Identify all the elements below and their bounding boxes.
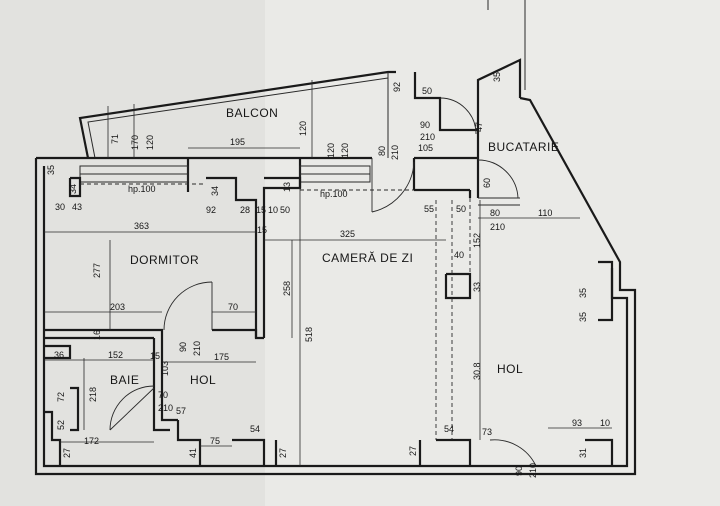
dim-v-52: 52 xyxy=(56,420,66,430)
dim-v-35a: 35 xyxy=(46,165,56,175)
dim-195: 195 xyxy=(230,137,245,147)
dim-v-120a: 120 xyxy=(145,135,155,150)
room-label-hol-2: HOL xyxy=(497,362,523,376)
dim-v-71: 71 xyxy=(110,134,120,144)
dim-v-80: 80 xyxy=(377,146,387,156)
dim-55: 55 xyxy=(424,204,434,214)
dim-54b: 54 xyxy=(444,424,454,434)
dim-28: 28 xyxy=(240,205,250,215)
windows xyxy=(79,165,520,206)
dim-50c: 50 xyxy=(422,86,432,96)
dim-v-120b: 120 xyxy=(298,121,308,136)
dim-36: 36 xyxy=(54,350,64,360)
dim-75: 75 xyxy=(210,436,220,446)
dimension-lines xyxy=(44,80,612,466)
dim-50b: 50 xyxy=(456,204,466,214)
dim-90a: 90 xyxy=(420,120,430,130)
dim-v-258: 258 xyxy=(282,281,292,296)
dim-73: 73 xyxy=(482,427,492,437)
dim-152a: 152 xyxy=(108,350,123,360)
dashed-lines xyxy=(80,183,471,440)
dim-v-210e: 210 xyxy=(192,341,202,356)
dim-325: 325 xyxy=(340,229,355,239)
dim-v-27a: 27 xyxy=(62,448,72,458)
dim-v-35c: 35 xyxy=(578,312,588,322)
dim-15c: 15 xyxy=(150,351,160,361)
dim-v-16: 16 xyxy=(92,330,102,340)
dim-10b: 10 xyxy=(600,418,610,428)
dim-v-277: 277 xyxy=(92,263,102,278)
dim-v-13: 13 xyxy=(282,182,292,192)
dim-v-518: 518 xyxy=(304,327,314,342)
dim-10a: 10 xyxy=(268,205,278,215)
dim-v-210f: 210 xyxy=(528,463,538,478)
dim-93: 93 xyxy=(572,418,582,428)
dim-v-35d: 35 xyxy=(492,72,502,82)
room-label-dormitor: DORMITOR xyxy=(130,253,199,267)
dim-15a: 15 xyxy=(256,205,266,215)
dim-v-60: 60 xyxy=(482,178,492,188)
balcony-outline xyxy=(78,58,522,159)
dim-v-27c: 27 xyxy=(408,446,418,456)
dim-80a: 80 xyxy=(490,208,500,218)
room-label-camera-de-zi: CAMERĂ DE ZI xyxy=(322,250,413,265)
dim-v-103: 103 xyxy=(160,361,170,376)
dim-57: 57 xyxy=(176,406,186,416)
dim-54a: 54 xyxy=(250,424,260,434)
dim-v-33: 33 xyxy=(472,282,482,292)
dim-210c: 210 xyxy=(420,132,435,142)
dim-40: 40 xyxy=(454,250,464,260)
dim-v-308: 30.8 xyxy=(472,362,482,380)
dim-v-170: 170 xyxy=(130,135,140,150)
dim-v-72: 72 xyxy=(56,392,66,402)
dim-v-210d: 210 xyxy=(390,145,400,160)
dim-v-47: 47 xyxy=(474,122,484,132)
dim-v-152b: 152 xyxy=(472,233,482,248)
dim-70b: 70 xyxy=(158,390,168,400)
dim-15b: 15 xyxy=(257,225,267,235)
note-hp-2: hp.100 xyxy=(320,189,348,199)
dim-172: 172 xyxy=(84,436,99,446)
dim-v-92a: 92 xyxy=(392,82,402,92)
dim-363: 363 xyxy=(134,221,149,231)
room-label-baie: BAIE xyxy=(110,373,139,387)
dim-43: 43 xyxy=(72,202,82,212)
dim-50a: 50 xyxy=(280,205,290,215)
dim-70a: 70 xyxy=(228,302,238,312)
dim-v-34a: 34 xyxy=(68,184,78,194)
dim-v-34b: 34 xyxy=(210,186,220,196)
dim-v-41: 41 xyxy=(188,448,198,458)
dim-175: 175 xyxy=(214,352,229,362)
dim-v-218: 218 xyxy=(88,387,98,402)
note-hp-1: hp.100 xyxy=(128,184,156,194)
dim-92a: 92 xyxy=(206,205,216,215)
dim-v-120d: 120 xyxy=(340,143,350,158)
interior-walls xyxy=(44,176,614,466)
doors xyxy=(109,97,537,467)
dim-v-27b: 27 xyxy=(278,448,288,458)
dim-105: 105 xyxy=(418,143,433,153)
dim-110: 110 xyxy=(538,208,552,218)
room-label-bucatarie: BUCATARIE xyxy=(488,140,559,154)
dim-203: 203 xyxy=(110,302,125,312)
dim-210b: 210 xyxy=(490,222,505,232)
dim-v-35b: 35 xyxy=(578,288,588,298)
dim-v-90b: 90 xyxy=(178,342,188,352)
room-label-balcon: BALCON xyxy=(226,106,278,120)
dim-v-120c: 120 xyxy=(326,143,336,158)
dim-v-90c: 90 xyxy=(514,466,524,476)
paper-top-right xyxy=(525,0,720,90)
room-label-hol-1: HOL xyxy=(190,373,216,387)
dim-v-31: 31 xyxy=(578,448,588,458)
dim-210a: 210 xyxy=(158,403,173,413)
dim-30: 30 xyxy=(55,202,65,212)
